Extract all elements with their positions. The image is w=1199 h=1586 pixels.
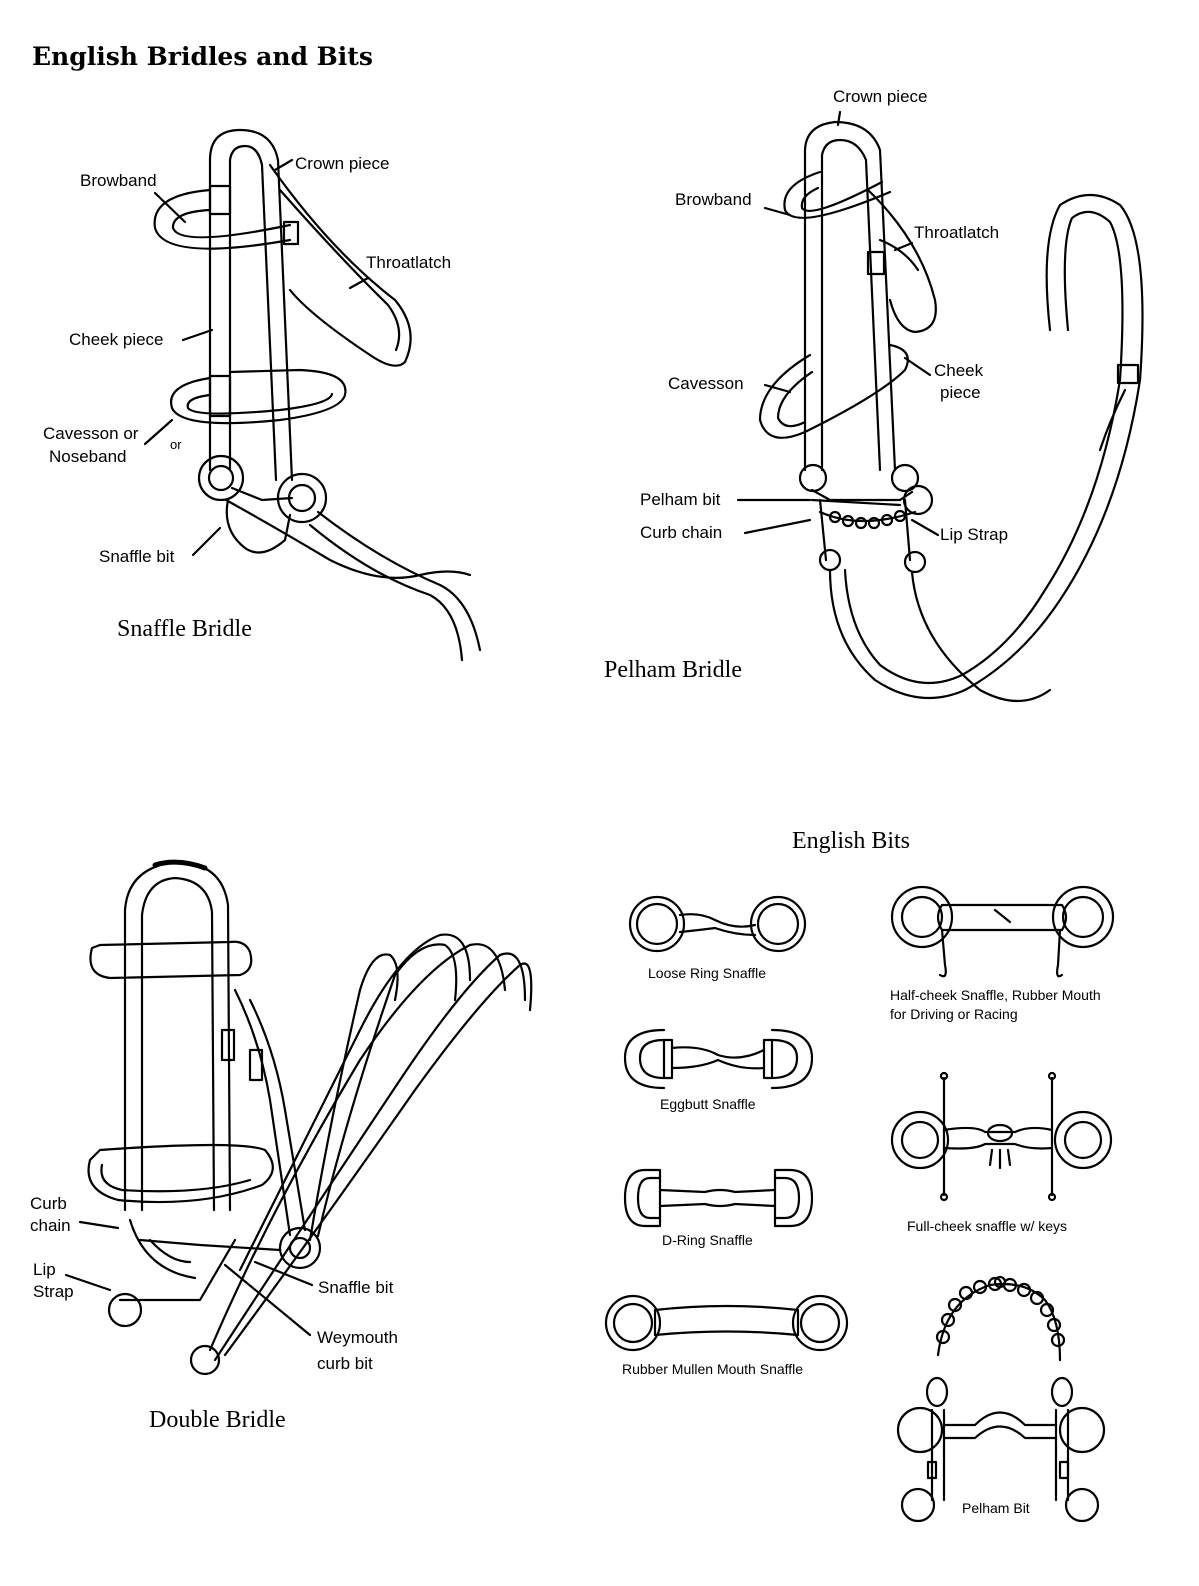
caption-rubber-mullen-snaffle: Rubber Mullen Mouth Snaffle bbox=[622, 1361, 804, 1377]
loose-ring-snaffle-drawing bbox=[628, 895, 807, 953]
label-cheek-piece: Cheek piece bbox=[69, 330, 164, 349]
caption-loose-ring-snaffle: Loose Ring Snaffle bbox=[648, 965, 767, 981]
label-curb-line1: Curb bbox=[30, 1194, 67, 1213]
label-cavesson-line2: Noseband bbox=[49, 447, 127, 466]
caption-eggbutt-snaffle: Eggbutt Snaffle bbox=[660, 1096, 756, 1112]
snaffle-bridle-drawing bbox=[153, 128, 482, 662]
double-bridle-drawing bbox=[87, 859, 533, 1376]
caption-pelham-bit: Pelham Bit bbox=[962, 1500, 1030, 1516]
rubber-mullen-snaffle-drawing bbox=[604, 1294, 849, 1352]
eggbutt-snaffle-drawing bbox=[623, 1028, 814, 1090]
label-or: or bbox=[170, 437, 182, 452]
caption-half-cheek-line2: for Driving or Racing bbox=[890, 1006, 1018, 1022]
d-ring-snaffle-drawing bbox=[623, 1168, 814, 1228]
label-browband: Browband bbox=[80, 171, 157, 190]
label-curb-chain: Curb chain bbox=[640, 523, 723, 542]
pelham-bridle-drawing bbox=[758, 120, 1144, 702]
heading-english-bits: English Bits bbox=[792, 828, 911, 854]
label-lip-line1: Lip bbox=[33, 1260, 56, 1279]
caption-double-bridle: Double Bridle bbox=[149, 1407, 286, 1433]
label-cavesson-line1: Cavesson or bbox=[43, 424, 139, 443]
label-cheek-line2: piece bbox=[940, 383, 981, 402]
caption-pelham-bridle: Pelham Bridle bbox=[604, 657, 742, 683]
pelham-bit-drawing bbox=[896, 1275, 1106, 1523]
label-cavesson: Cavesson bbox=[668, 374, 744, 393]
label-throatlatch: Throatlatch bbox=[914, 223, 1000, 242]
caption-full-cheek-snaffle: Full-cheek snaffle w/ keys bbox=[907, 1218, 1068, 1234]
caption-snaffle-bridle: Snaffle Bridle bbox=[117, 616, 252, 642]
page-title: English Bridles and Bits bbox=[32, 42, 373, 71]
label-crown-piece: Crown piece bbox=[833, 87, 928, 106]
half-cheek-snaffle-drawing bbox=[890, 885, 1115, 978]
label-curb-line2: chain bbox=[30, 1216, 71, 1235]
label-lip-line2: Strap bbox=[33, 1282, 74, 1301]
caption-d-ring-snaffle: D-Ring Snaffle bbox=[662, 1232, 753, 1248]
label-browband: Browband bbox=[675, 190, 752, 209]
label-weymouth-line2: curb bit bbox=[317, 1354, 373, 1373]
label-throatlatch: Throatlatch bbox=[366, 253, 452, 272]
label-crown-piece: Crown piece bbox=[295, 154, 390, 173]
label-snaffle-bit: Snaffle bit bbox=[99, 547, 175, 566]
label-weymouth-line1: Weymouth bbox=[317, 1328, 398, 1347]
label-pelham-bit: Pelham bit bbox=[640, 490, 721, 509]
leader-lines bbox=[64, 110, 940, 1337]
label-lip-strap: Lip Strap bbox=[940, 525, 1009, 544]
label-snaffle-bit: Snaffle bit bbox=[318, 1278, 394, 1297]
full-cheek-snaffle-drawing bbox=[890, 1071, 1113, 1202]
label-cheek-line1: Cheek bbox=[934, 361, 984, 380]
caption-half-cheek-line1: Half-cheek Snaffle, Rubber Mouth bbox=[890, 987, 1101, 1003]
